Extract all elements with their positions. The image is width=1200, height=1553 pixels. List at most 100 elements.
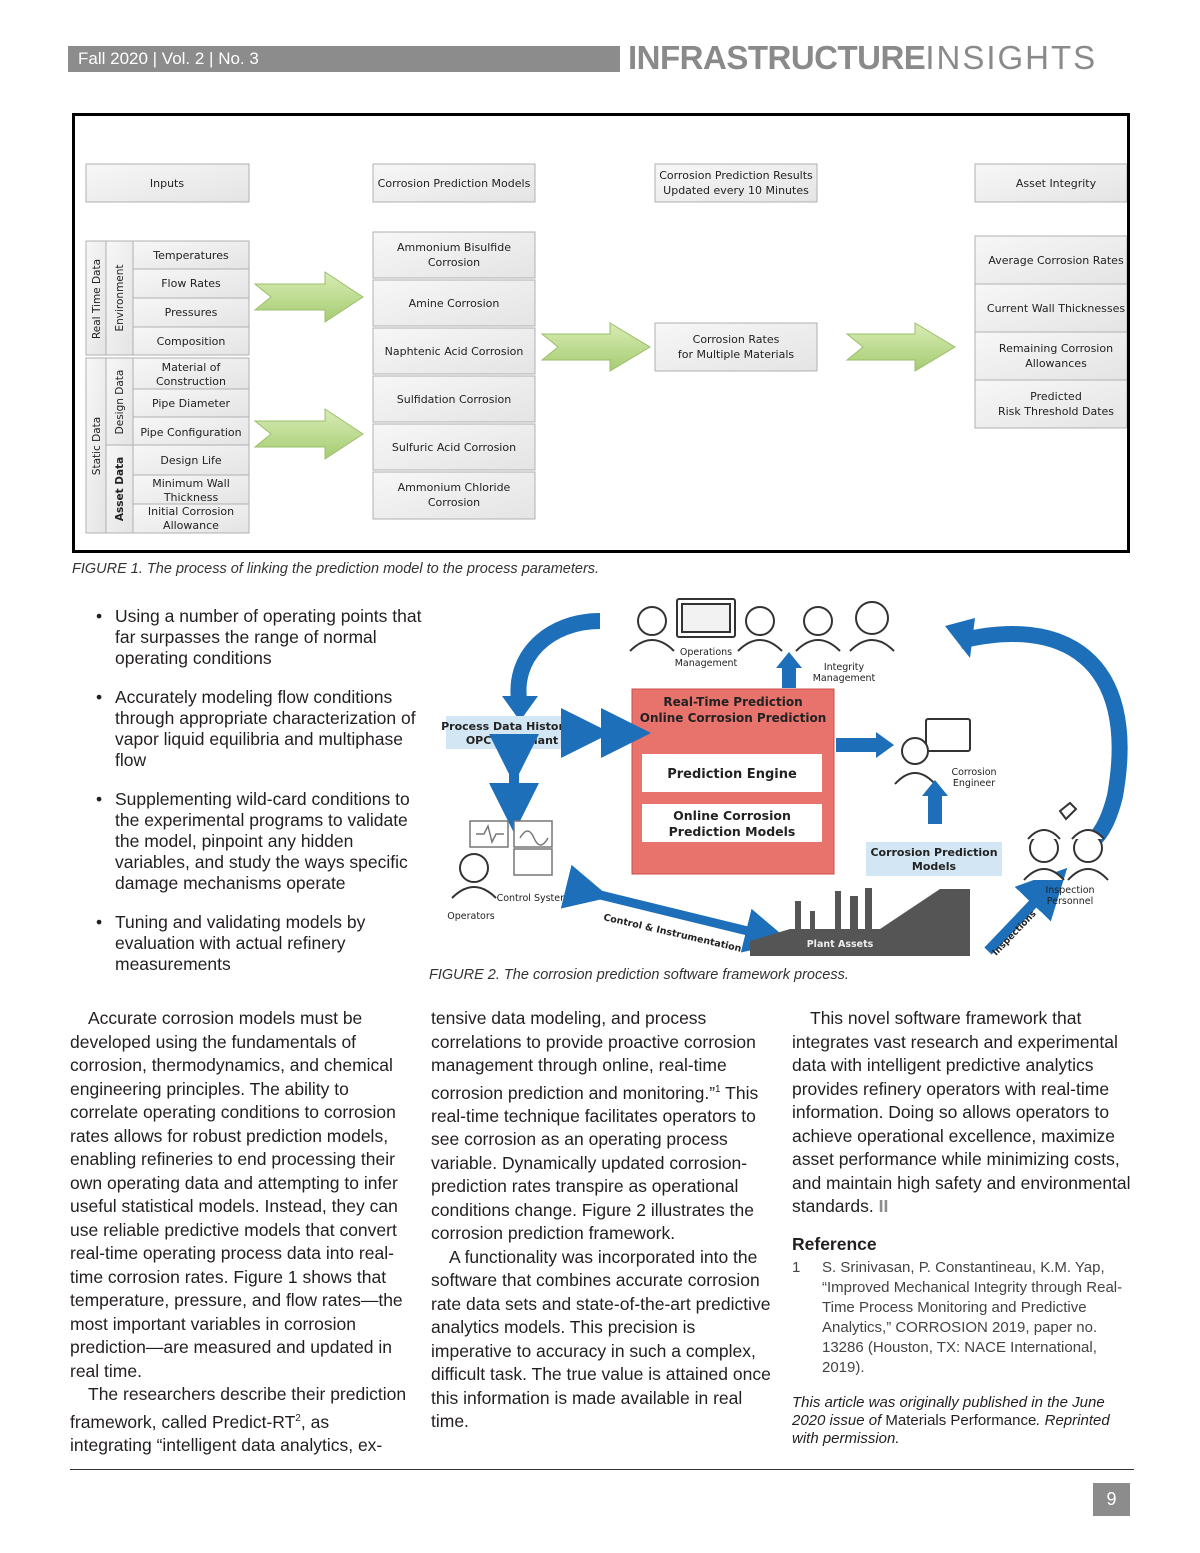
cpm-1: Corrosion Prediction (870, 846, 997, 859)
col2-p1-sup: 1 (715, 1083, 721, 1095)
engineer-2: Engineer (953, 778, 995, 789)
bullet-item: Accurately modeling flow conditions thro… (92, 687, 422, 771)
model-boxes: Ammonium Bisulfide Corrosion Amine Corro… (372, 231, 536, 520)
engine-label: Prediction Engine (667, 767, 797, 782)
arrow-static (253, 408, 364, 460)
arrow-up-engineer (928, 794, 942, 824)
inspection-personnel-icon (1023, 801, 1109, 881)
operator-icon (451, 853, 497, 899)
curve-arrow-right-head (945, 618, 975, 658)
arrow-up-integrity (782, 666, 796, 688)
bullet-item: Using a number of operating points that … (92, 606, 422, 669)
lbl-asset-data: Asset Data (114, 457, 126, 521)
magazine-title: INFRASTRUCTUREINSIGHTS (628, 38, 1132, 78)
ops-mgmt-2: Management (675, 658, 738, 669)
rates-box (654, 322, 818, 372)
issue-banner: Fall 2020 | Vol. 2 | No. 3 (68, 46, 620, 72)
engineer-icon (894, 718, 971, 785)
page-number: 9 (1093, 1483, 1130, 1516)
col1-p2-text: The researchers describe their predictio… (70, 1384, 407, 1432)
control-system-label: Control System (497, 893, 570, 904)
arrow-rates (845, 322, 956, 372)
reference-heading: Reference (792, 1233, 877, 1254)
figure-2-caption: FIGURE 2. The corrosion prediction softw… (429, 967, 849, 983)
in-material-2: Construction (156, 375, 226, 388)
integrity-2: Management (813, 673, 876, 684)
hdr-models: Corrosion Prediction Models (378, 177, 531, 190)
model-1-line1: Ammonium Bisulfide (397, 241, 511, 254)
figure-1: Inputs Corrosion Prediction Models Corro… (72, 113, 1130, 553)
hdr-results-2: Updated every 10 Minutes (663, 184, 809, 197)
models-box (642, 804, 822, 842)
col2-p1-end: This real-time technique facilitates ope… (431, 1082, 759, 1244)
reprint-note: This article was originally published in… (792, 1394, 1137, 1448)
body-column-2: tensive data modeling, and process corre… (431, 1007, 771, 1434)
header-boxes: Inputs Corrosion Prediction Models Corro… (85, 163, 1127, 203)
integrity-1: Integrity (824, 662, 865, 673)
model-5: Sulfuric Acid Corrosion (392, 441, 516, 454)
note-part-1: This article was originally published in… (792, 1394, 1105, 1429)
input-boxes: Temperatures Flow Rates Pressures Compos… (132, 240, 250, 534)
ops-mgmt-1: Operations (680, 647, 732, 658)
lbl-environment: Environment (114, 264, 126, 331)
arrow-engineer (836, 738, 878, 752)
model-3: Naphtenic Acid Corrosion (385, 345, 524, 358)
hdr-asset: Asset Integrity (1016, 177, 1097, 190)
in-material-1: Material of (162, 361, 222, 374)
model-2: Amine Corrosion (409, 297, 500, 310)
historian-2: OPC Compliant (466, 734, 558, 747)
arrow-models (540, 322, 651, 372)
inspection-2: Personnel (1047, 896, 1093, 907)
rates-line1: Corrosion Rates (693, 333, 780, 346)
title-bold: INFRASTRUCTURE (628, 39, 926, 76)
lbl-design: Design Data (114, 370, 126, 435)
rtp-line2: Online Corrosion Prediction (640, 711, 827, 725)
rates-line2: for Multiple Materials (678, 348, 794, 361)
footer-rule (70, 1469, 1134, 1470)
arrow-environment (253, 271, 364, 323)
historian-1: Process Data Historian (441, 720, 583, 733)
lbl-static: Static Data (91, 417, 103, 475)
in-design-life: Design Life (160, 454, 222, 467)
bullet-item: Supplementing wild-card conditions to th… (92, 789, 422, 894)
out-4-line2: Risk Threshold Dates (998, 405, 1114, 418)
col3-p1-text: This novel software framework that integ… (792, 1008, 1131, 1216)
bullet-item: Tuning and validating models by evaluati… (92, 912, 422, 975)
col1-p2-end: , as integrating “intelligent data analy… (70, 1411, 383, 1455)
col1-paragraph-1: Accurate corrosion models must be develo… (70, 1008, 403, 1381)
model-1-line2: Corrosion (428, 256, 480, 269)
hdr-results-1: Corrosion Prediction Results (659, 169, 813, 182)
operators-label: Operators (447, 911, 495, 922)
out-2: Current Wall Thicknesses (987, 302, 1125, 315)
plant-assets-label: Plant Assets (807, 939, 874, 950)
curve-arrow-right (958, 626, 1128, 854)
figure-1-caption: FIGURE 1. The process of linking the pre… (72, 561, 600, 577)
models-line2: Prediction Models (669, 824, 796, 839)
rtp-line1: Real-Time Prediction (663, 695, 802, 709)
hdr-inputs: Inputs (150, 177, 184, 190)
title-light: INSIGHTS (925, 39, 1098, 76)
body-column-1: Accurate corrosion models must be develo… (70, 1007, 415, 1457)
cpm-2: Models (912, 860, 957, 873)
arrow-engineer-head (876, 732, 894, 758)
cpm-box (866, 842, 1002, 876)
in-min-wall-1: Minimum Wall (152, 477, 230, 490)
col2-paragraph-1: tensive data modeling, and process corre… (431, 1007, 771, 1246)
vertical-labels: Real Time Data Environment Static Data D… (85, 240, 134, 534)
col1-paragraph-2: The researchers describe their predictio… (70, 1383, 415, 1457)
inspection-1: Inspection (1045, 885, 1094, 896)
col2-p1-text: tensive data modeling, and process corre… (431, 1008, 756, 1103)
flow-arrows (253, 271, 956, 460)
col3-paragraph-1: This novel software framework that integ… (792, 1007, 1137, 1219)
body-column-3: This novel software framework that integ… (792, 1007, 1137, 1448)
in-temperatures: Temperatures (152, 249, 229, 262)
note-magazine: Materials Performance (885, 1412, 1037, 1429)
reference-number: 1 (792, 1259, 801, 1276)
engine-box (642, 754, 822, 792)
model-4: Sulfidation Corrosion (397, 393, 511, 406)
in-pressures: Pressures (165, 306, 218, 319)
in-composition: Composition (157, 335, 226, 348)
out-3-line2: Allowances (1025, 357, 1087, 370)
models-line1: Online Corrosion (673, 808, 791, 823)
plant-icon (750, 888, 970, 956)
